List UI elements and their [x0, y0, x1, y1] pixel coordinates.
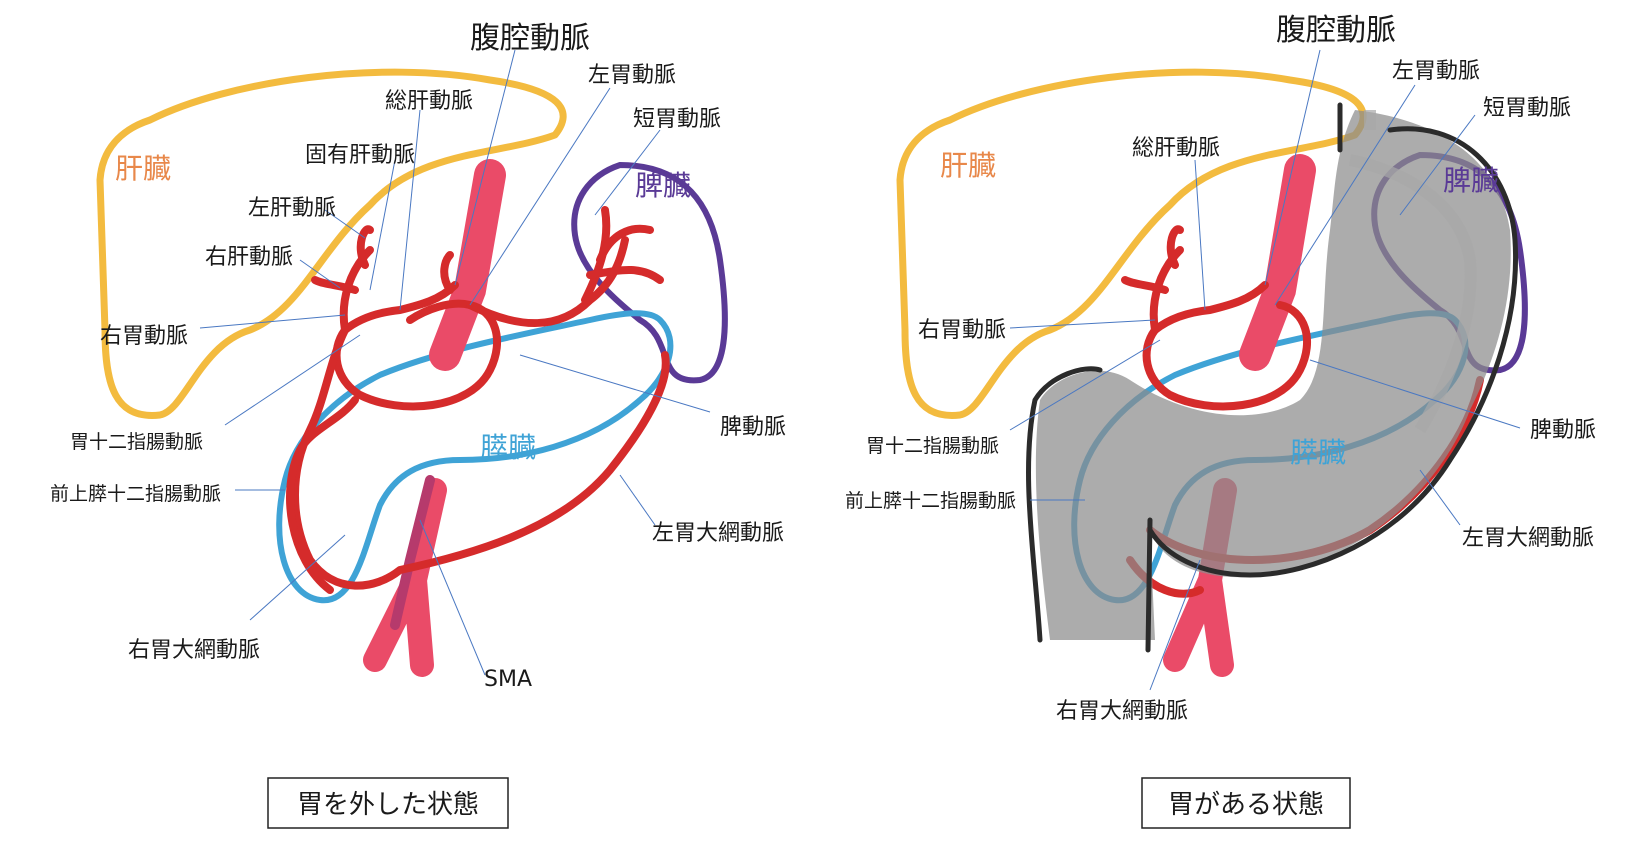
right-leader-lines [1009, 49, 1521, 691]
left-label-left-gastric: 左胃動脈 [588, 63, 676, 88]
right-label-right-gastroepiploic: 右胃大網動脈 [1056, 699, 1188, 724]
right-label-left-gastroepiploic: 左胃大網動脈 [1462, 526, 1594, 551]
right-label-gastroduodenal: 胃十二指腸動脈 [866, 435, 999, 457]
left-label-splenic: 脾動脈 [720, 415, 786, 440]
left-label-gastroduodenal: 胃十二指腸動脈 [70, 431, 203, 453]
right-label-left-gastric: 左胃動脈 [1392, 59, 1480, 84]
right-stomach [1035, 110, 1511, 640]
left-label-spleen: 脾臓 [635, 169, 691, 202]
left-label-short-gastric: 短胃動脈 [633, 107, 721, 132]
right-caption-box [1141, 777, 1351, 829]
left-label-left-gastroepiploic: 左胃大網動脈 [652, 521, 784, 546]
left-caption-box [267, 777, 509, 829]
left-sma-inner [390, 475, 435, 630]
left-leader-lines [199, 49, 711, 676]
right-label-common-hepatic: 総肝動脈 [1132, 136, 1220, 161]
right-panel: 腹腔動脈 左胃動脈 短胃動脈 総肝動脈 右胃動脈 胃十二指腸動脈 前上膵十二指腸… [845, 13, 1596, 829]
right-stomach-outline [1026, 102, 1519, 653]
right-label-liver: 肝臓 [940, 149, 996, 182]
left-label-celiac: 腹腔動脈 [470, 21, 590, 56]
left-label-sma: SMA [484, 667, 532, 692]
right-aorta [1239, 154, 1316, 371]
left-label-right-hepatic: 右肝動脈 [205, 245, 293, 270]
left-spleen-outline [571, 161, 728, 384]
left-panel: 腹腔動脈 総肝動脈 固有肝動脈 左肝動脈 右肝動脈 右胃動脈 胃十二指腸動脈 前… [50, 21, 786, 829]
right-label-celiac: 腹腔動脈 [1276, 13, 1396, 48]
left-label-pancreas: 膵臓 [480, 431, 536, 464]
right-label-pancreas: 膵臓 [1290, 436, 1346, 469]
left-label-aspd: 前上膵十二指腸動脈 [50, 483, 221, 505]
right-label-spleen: 脾臓 [1443, 164, 1499, 197]
right-label-right-gastric: 右胃動脈 [918, 318, 1006, 343]
left-liver-outline [96, 68, 567, 419]
left-caption: 胃を外した状態 [297, 790, 479, 820]
left-pancreas-outline [276, 310, 674, 604]
left-label-right-gastroepiploic: 右胃大網動脈 [128, 638, 260, 663]
left-label-common-hepatic: 総肝動脈 [385, 89, 473, 114]
left-sma-vessel [363, 478, 447, 677]
right-label-aspd: 前上膵十二指腸動脈 [845, 490, 1016, 512]
left-aorta [429, 159, 506, 371]
right-liver-outline [896, 68, 1367, 419]
left-label-left-hepatic: 左肝動脈 [248, 196, 336, 221]
right-label-splenic: 脾動脈 [1530, 418, 1596, 443]
left-label-proper-hepatic: 固有肝動脈 [305, 143, 415, 168]
right-caption: 胃がある状態 [1168, 790, 1324, 820]
left-arteries [286, 206, 670, 594]
left-label-liver: 肝臓 [115, 152, 171, 185]
right-label-short-gastric: 短胃動脈 [1483, 96, 1571, 121]
left-label-right-gastric: 右胃動脈 [100, 324, 188, 349]
right-stomach-fold [1348, 110, 1477, 434]
